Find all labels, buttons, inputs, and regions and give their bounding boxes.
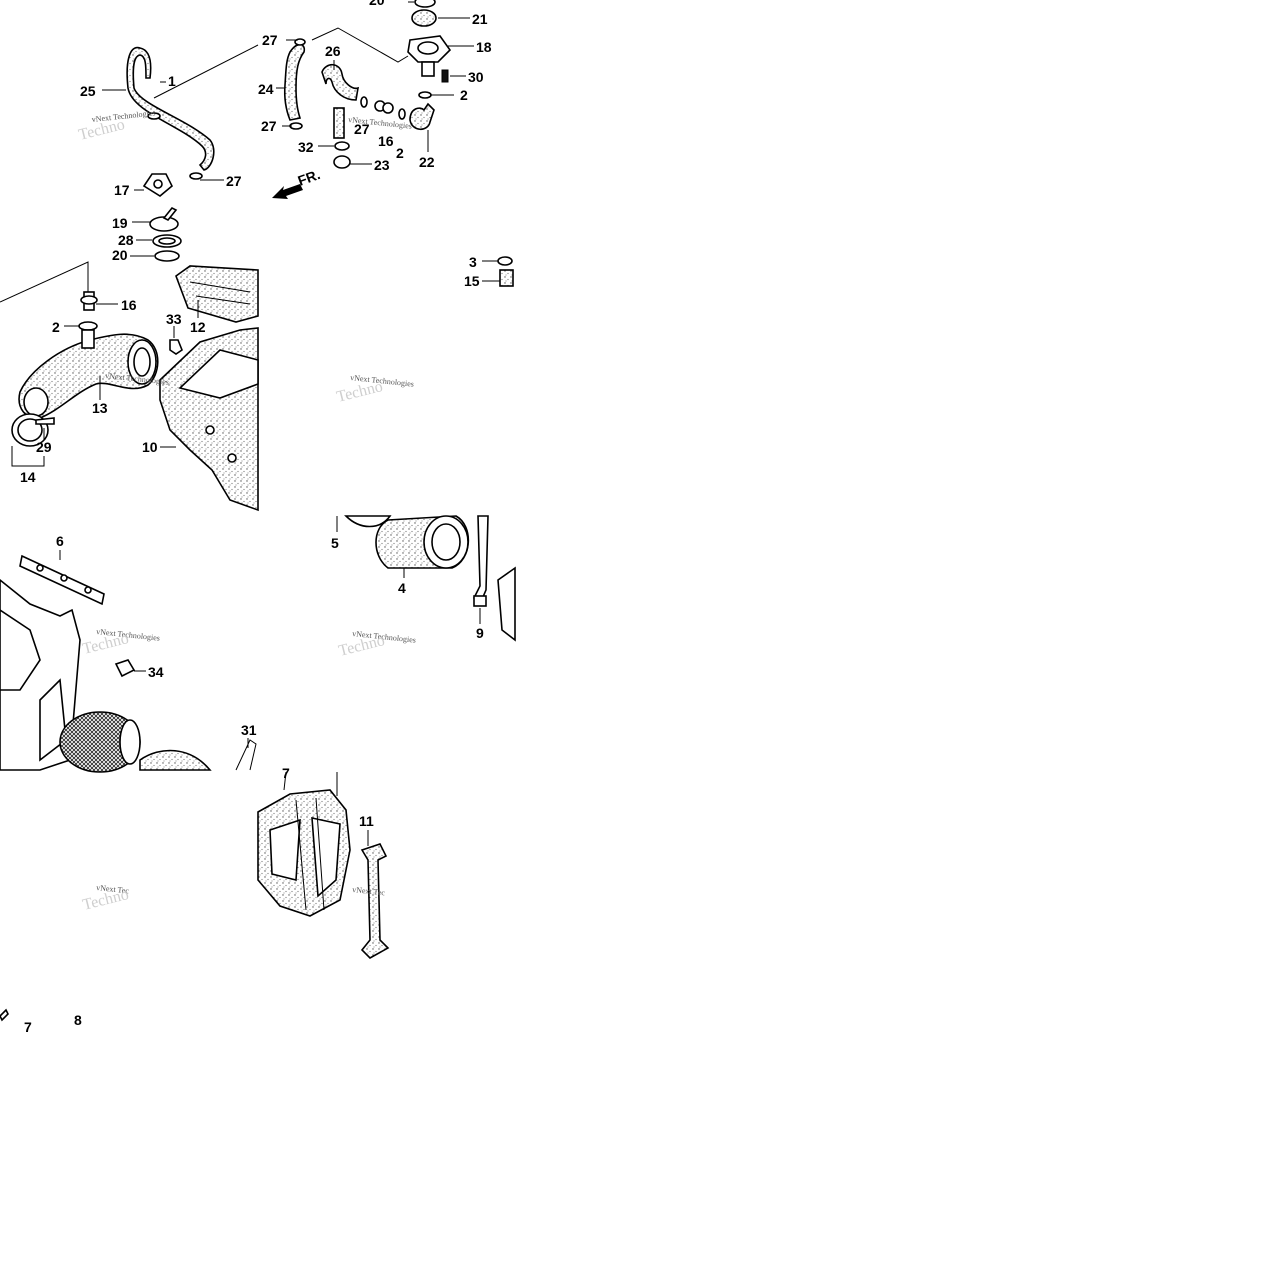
watermark-text: vNext Tec xyxy=(352,885,386,897)
callout-32: 32 xyxy=(298,139,314,155)
bolt-30-part xyxy=(441,69,449,83)
elbow-22-part xyxy=(409,102,435,131)
watermark-text: Techno xyxy=(77,116,127,144)
callout-1: 1 xyxy=(168,73,176,89)
callout-10: 10 xyxy=(142,439,158,455)
front-arrow-icon xyxy=(272,184,303,199)
strap-11-part xyxy=(360,843,390,959)
top-tile xyxy=(102,0,474,262)
lower-right-tile xyxy=(336,515,516,642)
grommet-23-part xyxy=(333,155,351,169)
callout-27: 27 xyxy=(226,173,242,189)
callout-24: 24 xyxy=(258,81,274,97)
diaphragm-19-part xyxy=(149,216,179,232)
callout-27: 27 xyxy=(354,121,370,137)
lower-left-tile xyxy=(0,550,257,773)
oring-2-part xyxy=(78,321,98,331)
callout-6: 6 xyxy=(56,533,64,549)
callout-25: 25 xyxy=(80,83,96,99)
watermark-text: Techno xyxy=(335,378,385,406)
callout-4: 4 xyxy=(398,580,406,596)
callout-labels: 20 21 27 18 26 30 1 25 24 2 27 27 16 2 2… xyxy=(20,0,492,1035)
watermark-text: Techno xyxy=(81,886,131,914)
duct-12-part xyxy=(175,265,259,323)
callout-12: 12 xyxy=(190,319,206,335)
bottom-left-fragment xyxy=(0,1008,9,1022)
front-direction-label: FR. xyxy=(296,166,323,189)
bolt-34-part xyxy=(114,659,136,678)
callout-19: 19 xyxy=(112,215,128,231)
hose-26-part xyxy=(321,63,360,101)
callout-20: 20 xyxy=(369,0,385,8)
callout-13: 13 xyxy=(92,400,108,416)
callout-22: 22 xyxy=(419,154,435,170)
callout-2: 2 xyxy=(460,87,468,103)
callout-29: 29 xyxy=(36,439,52,455)
callout-8: 8 xyxy=(74,1012,82,1028)
callout-34: 34 xyxy=(148,664,164,680)
callout-30: 30 xyxy=(468,69,484,85)
callout-20: 20 xyxy=(112,247,128,263)
callout-33: 33 xyxy=(166,311,182,327)
hose-25-part xyxy=(126,46,215,171)
filter-foam-part xyxy=(139,749,212,771)
callout-21: 21 xyxy=(472,11,488,27)
callout-2: 2 xyxy=(396,145,404,161)
strap-9-part xyxy=(473,515,489,606)
watermark-text: Techno xyxy=(81,630,131,658)
watermarks: vNext Technologies Techno vNext Technolo… xyxy=(77,108,416,914)
callout-28: 28 xyxy=(118,232,134,248)
callout-11: 11 xyxy=(359,813,374,829)
callout-18: 18 xyxy=(476,39,492,55)
callout-17: 17 xyxy=(114,182,130,198)
clip-15-part xyxy=(499,269,514,287)
callout-16: 16 xyxy=(378,133,394,149)
hose-24-part xyxy=(283,43,306,121)
callout-7: 7 xyxy=(282,765,290,781)
screw-29-part xyxy=(35,417,55,425)
callout-3: 3 xyxy=(469,254,477,270)
bolt-33-part xyxy=(169,339,183,355)
cap-20-part xyxy=(414,0,436,8)
ring-32-part xyxy=(334,141,350,151)
callout-5: 5 xyxy=(331,535,339,551)
callout-27: 27 xyxy=(261,118,277,134)
cap-20b-part xyxy=(154,250,180,262)
callout-26: 26 xyxy=(325,43,341,59)
callout-2: 2 xyxy=(52,319,60,335)
callout-16: 16 xyxy=(121,297,137,313)
cap-21-part xyxy=(411,9,437,27)
callout-7: 7 xyxy=(24,1019,32,1035)
pipe-segment-part xyxy=(333,107,345,139)
case-10-part xyxy=(159,327,259,512)
callout-14: 14 xyxy=(20,469,36,485)
callout-27: 27 xyxy=(262,32,278,48)
middle-right-fragment xyxy=(482,256,514,287)
callout-23: 23 xyxy=(374,157,390,173)
watermark-text: Techno xyxy=(337,632,387,660)
callout-15: 15 xyxy=(464,273,480,289)
middle-left-tile xyxy=(0,261,259,512)
bottom-middle-tile xyxy=(257,771,390,959)
callout-9: 9 xyxy=(476,625,484,641)
watermark-text: vNext Tec xyxy=(96,883,130,895)
callout-31: 31 xyxy=(241,722,257,738)
